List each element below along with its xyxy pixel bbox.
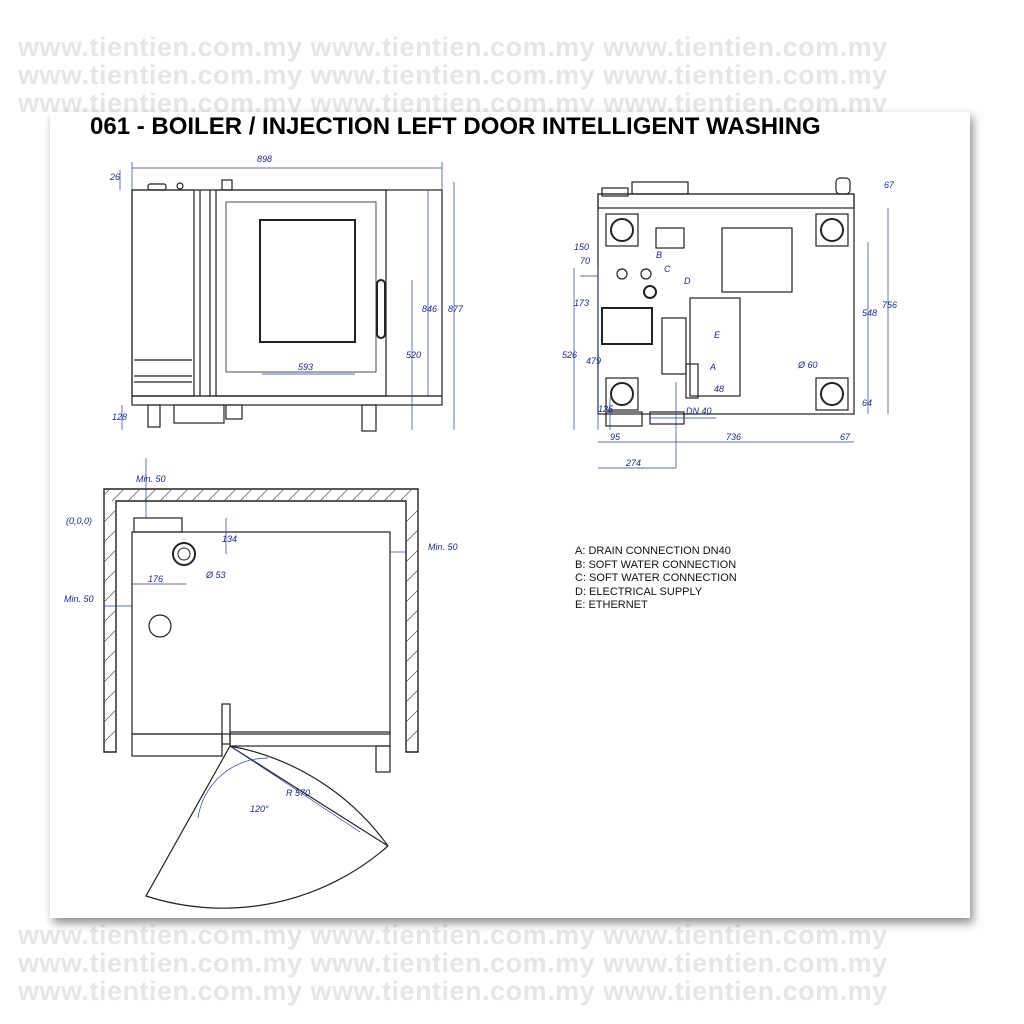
label-e: E <box>714 330 721 340</box>
door-swing-arc <box>145 745 389 909</box>
dim-274: 274 <box>625 458 641 468</box>
dim-176: 176 <box>148 574 163 584</box>
foot-left <box>147 404 161 428</box>
dim-dia53: Ø 53 <box>205 570 226 580</box>
dim-479: 479 <box>586 356 601 366</box>
label-a: A <box>709 362 716 372</box>
label-c: C <box>664 264 671 274</box>
dimension-lines <box>104 162 889 833</box>
dim-door-height: 520 <box>406 350 421 360</box>
dim-height-b: 877 <box>448 304 464 314</box>
dim-756: 756 <box>882 300 897 310</box>
dim-736: 736 <box>726 432 741 442</box>
dim-526: 526 <box>562 350 577 360</box>
plan-hole <box>148 614 172 638</box>
dim-angle: 120° <box>250 804 269 814</box>
dim-125: 125 <box>598 404 614 414</box>
rear-panel-block <box>721 227 793 293</box>
rear-view <box>597 177 855 427</box>
dim-glass-width: 593 <box>298 362 313 372</box>
drawing-title: 061 - BOILER / INJECTION LEFT DOOR INTEL… <box>90 113 821 140</box>
dim-dia60: Ø 60 <box>797 360 818 370</box>
dim-48: 48 <box>714 384 724 394</box>
dim-dn40: DN 40 <box>686 406 712 416</box>
dimension-labels: 898 26 846 877 520 593 128 150 70 173 52… <box>64 154 897 814</box>
front-view <box>131 179 443 432</box>
dim-min50-top: Min. 50 <box>136 474 166 484</box>
door-handle <box>376 279 386 339</box>
legend-item: C: SOFT WATER CONNECTION <box>575 572 737 584</box>
technical-drawing: 898 26 846 877 520 593 128 150 70 173 52… <box>64 154 897 909</box>
plan-drain-hole <box>172 542 196 566</box>
wall-hatching <box>103 488 419 743</box>
dim-radius: R 570 <box>286 788 310 798</box>
watermark-text: www.tientien.com.my www.tientien.com.my … <box>18 920 888 950</box>
wall-outline <box>103 488 419 753</box>
watermark-text: www.tientien.com.my www.tientien.com.my … <box>18 60 888 90</box>
dim-548: 548 <box>862 308 877 318</box>
plan-view <box>103 488 419 909</box>
watermark-text: www.tientien.com.my www.tientien.com.my … <box>18 976 888 1006</box>
dim-95: 95 <box>610 432 621 442</box>
dim-134: 134 <box>222 534 237 544</box>
dim-width: 898 <box>257 154 272 164</box>
dim-min50-left: Min. 50 <box>64 594 94 604</box>
watermark-text: www.tientien.com.my www.tientien.com.my … <box>18 32 888 62</box>
legend-item: B: SOFT WATER CONNECTION <box>575 558 737 571</box>
dim-leg-height: 128 <box>112 412 127 422</box>
drawing-sheet: 061 - BOILER / INJECTION LEFT DOOR INTEL… <box>50 112 970 918</box>
legend-item: A: DRAIN CONNECTION DN40 <box>575 545 731 557</box>
dim-64: 64 <box>862 398 872 408</box>
dim-origin: (0,0,0) <box>66 516 92 526</box>
dim-70: 70 <box>580 256 590 266</box>
boiler-box <box>601 307 653 345</box>
label-d: D <box>684 276 691 286</box>
watermark-text: www.tientien.com.my www.tientien.com.my … <box>18 948 888 978</box>
control-panel <box>131 189 195 397</box>
dim-67-bottom: 67 <box>840 432 851 442</box>
dim-173: 173 <box>574 298 589 308</box>
dim-height-a: 846 <box>422 304 437 314</box>
connection-legend: A: DRAIN CONNECTION DN40 B: SOFT WATER C… <box>575 545 737 613</box>
door-window <box>259 219 356 343</box>
plan-cabinet-outline <box>131 531 391 735</box>
dim-150: 150 <box>574 242 589 252</box>
dim-min50-right: Min. 50 <box>428 542 458 552</box>
dim-67-top: 67 <box>884 180 895 190</box>
legend-item: E: ETHERNET <box>575 599 648 611</box>
foot-right <box>361 404 377 432</box>
legend-item: D: ELECTRICAL SUPPLY <box>575 585 703 598</box>
label-b: B <box>656 250 662 260</box>
dim-top-offset: 26 <box>109 172 120 182</box>
